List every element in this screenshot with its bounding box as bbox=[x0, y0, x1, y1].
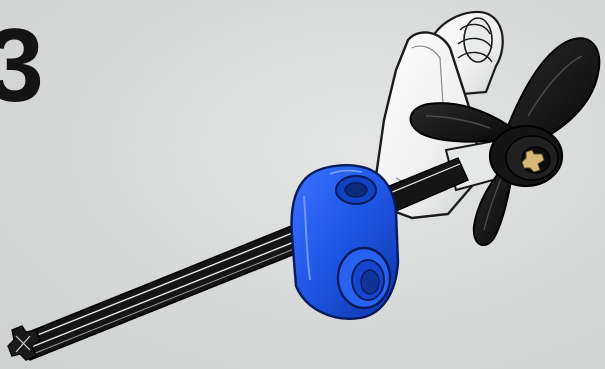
cross-block-icon bbox=[290, 164, 400, 320]
propeller-icon bbox=[409, 37, 601, 247]
step-number: 3 bbox=[0, 8, 44, 124]
